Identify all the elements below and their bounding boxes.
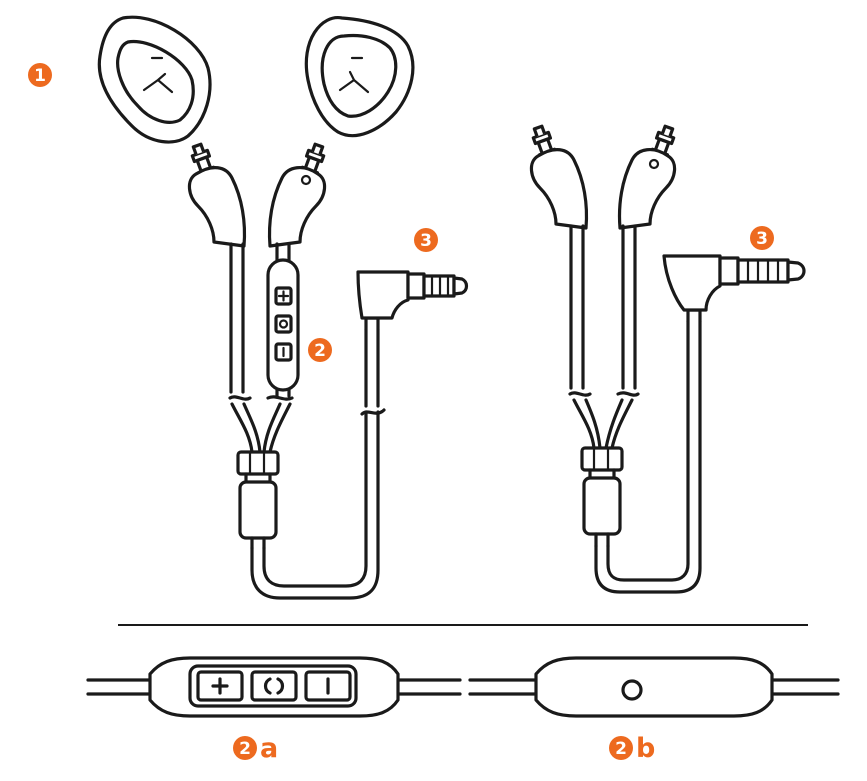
right-indicator-dot [300,174,312,186]
cable-loop-outer-2 [606,320,690,582]
callout-3-left-number: 3 [420,231,432,251]
callout-1: 1 [28,63,52,87]
cable-loop-inner-2 [594,320,702,594]
circle-button-icon[interactable] [621,679,643,701]
right-cable-housing [267,166,327,248]
headset-without-remote [526,122,806,594]
cable-loop-inner [250,410,380,600]
cable-break-mark-3 [568,391,640,397]
plus-icon [211,677,229,695]
cable-splitter-2 [580,446,624,548]
plug-cable [364,328,380,408]
plus-icon [277,290,290,302]
left-cable [229,242,245,394]
right-cable-lower [275,388,291,398]
callout-3-right: 3 [750,226,774,250]
callout-3-left: 3 [414,228,438,252]
cable-break-mark-2 [360,408,386,416]
remote-detail-single-button [468,656,840,718]
callout-2b-suffix: b [636,733,655,764]
callout-2-number: 2 [314,341,326,361]
callout-1-number: 1 [34,66,46,86]
play-pause-icon [263,677,285,695]
callout-2a: 2 a [233,733,278,764]
left-cable-housing [187,166,247,248]
cable-loop-outer [262,410,368,588]
headphone-plug [356,270,469,330]
callout-2: 2 [308,338,332,362]
remote-2a-cable-right [396,678,462,696]
y-split-cables-2 [572,398,634,450]
remote-2b-cable-right [770,678,840,696]
remote-2a-cable-left [86,678,152,696]
cables-2 [569,224,637,390]
remote-play-pause-button[interactable] [274,314,293,334]
cable-break-mark [228,395,294,401]
play-pause-icon [278,319,289,329]
callout-2a-number: 2 [239,739,251,759]
left-earpiece [97,15,212,144]
play-pause-button[interactable] [250,670,298,702]
callout-3-right-number: 3 [756,229,768,249]
right-cable-housing-2 [617,148,677,230]
y-split-cables [230,402,292,454]
remote-detail-three-buttons [86,656,462,718]
remote-2b-body [534,656,774,718]
inline-remote [266,258,300,392]
callout-2b-number: 2 [615,739,627,759]
callout-2a-suffix: a [260,733,278,764]
headphone-plug-2 [662,254,806,322]
callout-2b: 2 b [609,733,655,764]
right-earpiece [304,16,415,138]
right-indicator-dot-2 [648,158,660,170]
headset-with-remote [97,15,469,600]
left-cable-housing-2 [529,148,589,230]
remote-2b-cable-left [468,678,538,696]
right-cable-upper [275,242,291,264]
cable-splitter [236,450,280,550]
